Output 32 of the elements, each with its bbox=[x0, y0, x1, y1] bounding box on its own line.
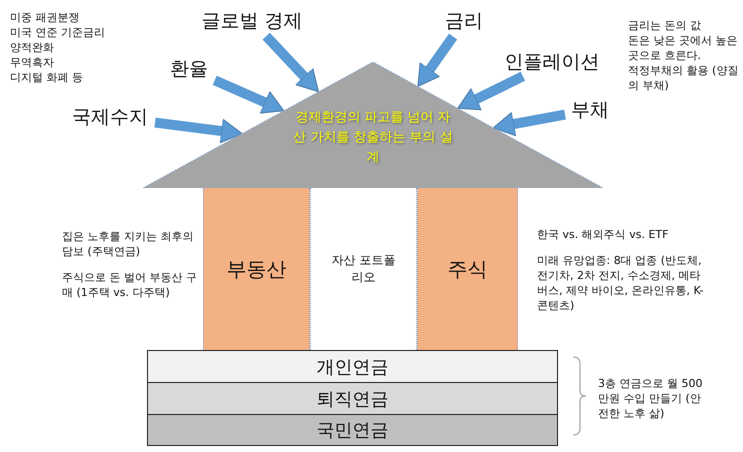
arrow bbox=[262, 32, 319, 92]
note-text: 미래 유망업종: 8대 업종 (반도체, 전기차, 2차 전지, 수소경제, 메타버스, 제약 바이오, 온라인유통, K-콘텐츠) bbox=[537, 253, 705, 313]
note-text: 무역흑자 bbox=[10, 55, 55, 70]
note-text: 집은 노후를 지키는 최후의 담보 (주택연금) bbox=[62, 229, 194, 259]
note-text: 디지털 화폐 등 bbox=[10, 70, 84, 85]
note-text: 주식으로 돈 벌어 부동산 구매 (1주택 vs. 다주택) bbox=[62, 270, 198, 300]
factor-label: 인플레이션 bbox=[502, 49, 602, 75]
note-text: 미중 패권분쟁 bbox=[10, 10, 80, 25]
note-text: 적정부채의 활용 (양질의 부채) bbox=[628, 63, 740, 93]
pillar-box: 주식 bbox=[417, 188, 518, 350]
factor-label: 글로벌 경제 bbox=[196, 8, 308, 34]
note-text: 양적완화 bbox=[10, 40, 55, 55]
factor-label: 환율 bbox=[166, 56, 212, 82]
factor-label: 부채 bbox=[568, 97, 612, 123]
note-text: 3층 연금으로 월 500만원 수입 만들기 (안전한 노후 삶) bbox=[598, 376, 704, 421]
pillar-box: 자산 포트폴리오 bbox=[310, 188, 417, 350]
arrow bbox=[212, 76, 284, 114]
note-text: 금리는 돈의 값 bbox=[628, 18, 702, 33]
arrow bbox=[154, 118, 243, 144]
pension-layer: 국민연금 bbox=[147, 414, 558, 446]
factor-label: 국제수지 bbox=[68, 104, 152, 130]
arrow bbox=[492, 110, 566, 136]
pension-layer: 개인연금 bbox=[147, 350, 558, 382]
factor-label: 금리 bbox=[442, 8, 486, 34]
note-text: 한국 vs. 해외주식 vs. ETF bbox=[537, 227, 670, 242]
arrow bbox=[457, 72, 526, 110]
note-text: 미국 연준 기준금리 bbox=[10, 25, 106, 40]
note-text: 돈은 낮은 곳에서 높은 곳으로 흐른다. bbox=[628, 33, 738, 63]
pillar-box: 부동산 bbox=[203, 188, 310, 350]
arrow bbox=[417, 34, 458, 87]
pension-layer: 퇴직연금 bbox=[147, 382, 558, 414]
roof-text: 경제환경의 파고를 넘어 자산 가치를 창출하는 부의 설계 bbox=[293, 109, 453, 167]
